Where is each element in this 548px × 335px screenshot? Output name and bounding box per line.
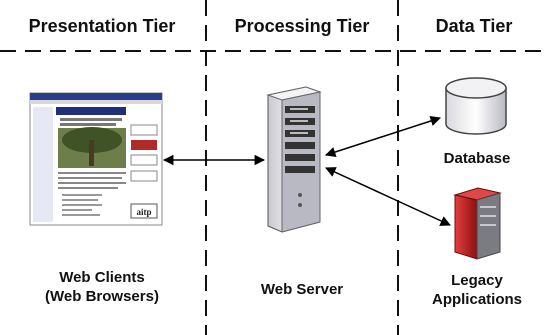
tier-label-data: Data Tier (435, 16, 513, 36)
database-icon (445, 77, 507, 135)
web-browser-screenshot: aitp (29, 92, 163, 226)
label-database: Database (443, 150, 511, 167)
label-legacy-line2: Applications (431, 290, 522, 308)
label-web-server: Web Server (260, 281, 344, 298)
label-web-clients-line1: Web Clients (59, 269, 145, 286)
svg-text:aitp: aitp (136, 207, 151, 217)
tier-label-processing: Processing Tier (234, 16, 370, 36)
arrow-server-database (325, 115, 441, 158)
legacy-system-icon (453, 187, 502, 260)
label-web-clients: Web Clients (Web Browsers) (0, 269, 204, 307)
label-legacy-line1: Legacy (451, 272, 503, 289)
tier-label-presentation: Presentation Tier (28, 16, 176, 36)
label-web-clients-line2: (Web Browsers) (45, 287, 159, 305)
label-legacy-applications: Legacy Applications (412, 272, 542, 310)
arrow-server-legacy (325, 167, 451, 226)
web-server-icon (266, 86, 322, 233)
